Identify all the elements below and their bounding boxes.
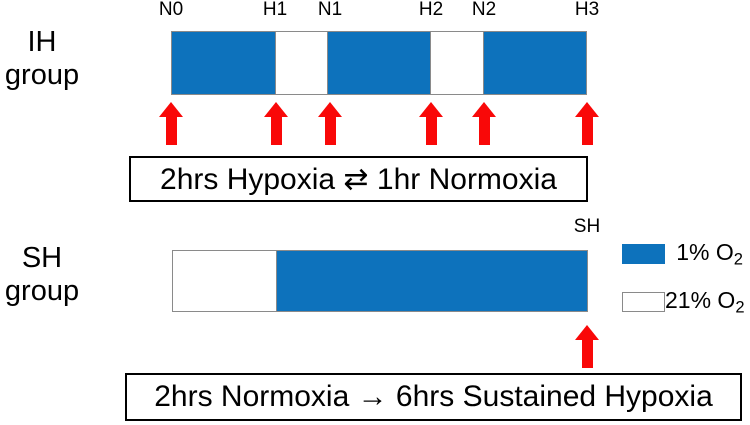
legend-label-normoxia-text: 21% O [665, 286, 736, 313]
ih-group-label-line1: IH [27, 26, 57, 58]
ih-caption-box: 2hrs Hypoxia ⇄ 1hr Normoxia [129, 156, 588, 202]
arrow-shaft [165, 117, 177, 145]
arrow-shaft [581, 340, 593, 368]
legend-item-normoxia: 21% O2 [622, 287, 745, 316]
arrow-head [575, 102, 599, 117]
sh-group-label: SH group [0, 242, 84, 308]
tick-label-h3: H3 [574, 0, 600, 20]
ih-group-label: IH group [0, 26, 84, 92]
ih-timeline-bar [171, 31, 587, 95]
legend-swatch-hypoxia-icon [622, 244, 665, 264]
up-arrow-icon [472, 102, 496, 145]
arrow-shaft [478, 117, 490, 145]
legend-label-hypoxia: 1% O2 [665, 239, 743, 270]
legend-label-hypoxia-subscript: 2 [733, 249, 743, 269]
sh-caption-text: 2hrs Normoxia → 6hrs Sustained Hypoxia [154, 380, 713, 413]
tick-label-n2: N2 [471, 0, 497, 20]
sh-timeline-bar [172, 250, 588, 312]
legend-label-normoxia-subscript: 2 [735, 297, 745, 317]
sh-group-label-line1: SH [21, 242, 63, 274]
ih-segment-normoxia-1 [274, 32, 327, 94]
arrow-shaft [581, 117, 593, 145]
sh-caption-box: 2hrs Normoxia → 6hrs Sustained Hypoxia [125, 373, 742, 421]
tick-label-n0: N0 [158, 0, 184, 20]
up-arrow-icon [419, 102, 443, 145]
arrow-head [472, 102, 496, 117]
ih-caption-text: 2hrs Hypoxia ⇄ 1hr Normoxia [160, 162, 557, 196]
legend-swatch-normoxia-icon [622, 292, 665, 312]
tick-label-n1: N1 [317, 0, 343, 20]
legend-label-hypoxia-text: 1% O [676, 238, 734, 265]
arrow-head [318, 102, 342, 117]
sh-segment-normoxia [173, 251, 277, 311]
arrow-shaft [270, 117, 282, 145]
ih-segment-hypoxia-3 [482, 32, 586, 94]
up-arrow-icon [575, 325, 599, 368]
tick-label-sh: SH [573, 216, 601, 237]
up-arrow-icon [159, 102, 183, 145]
arrow-head [575, 325, 599, 340]
up-arrow-icon [575, 102, 599, 145]
ih-segment-hypoxia-1 [172, 32, 275, 94]
arrow-head [419, 102, 443, 117]
arrow-shaft [324, 117, 336, 145]
up-arrow-icon [318, 102, 342, 145]
tick-label-h1: H1 [262, 0, 288, 20]
arrow-head [264, 102, 288, 117]
arrow-shaft [425, 117, 437, 145]
sh-segment-hypoxia [276, 251, 587, 311]
sh-group-label-line2: group [4, 275, 80, 307]
legend-item-hypoxia: 1% O2 [622, 239, 743, 268]
up-arrow-icon [264, 102, 288, 145]
tick-label-h2: H2 [418, 0, 444, 20]
ih-segment-hypoxia-2 [326, 32, 431, 94]
ih-group-label-line2: group [4, 59, 80, 91]
ih-segment-normoxia-2 [430, 32, 483, 94]
arrow-head [159, 102, 183, 117]
legend-label-normoxia: 21% O2 [665, 286, 745, 318]
